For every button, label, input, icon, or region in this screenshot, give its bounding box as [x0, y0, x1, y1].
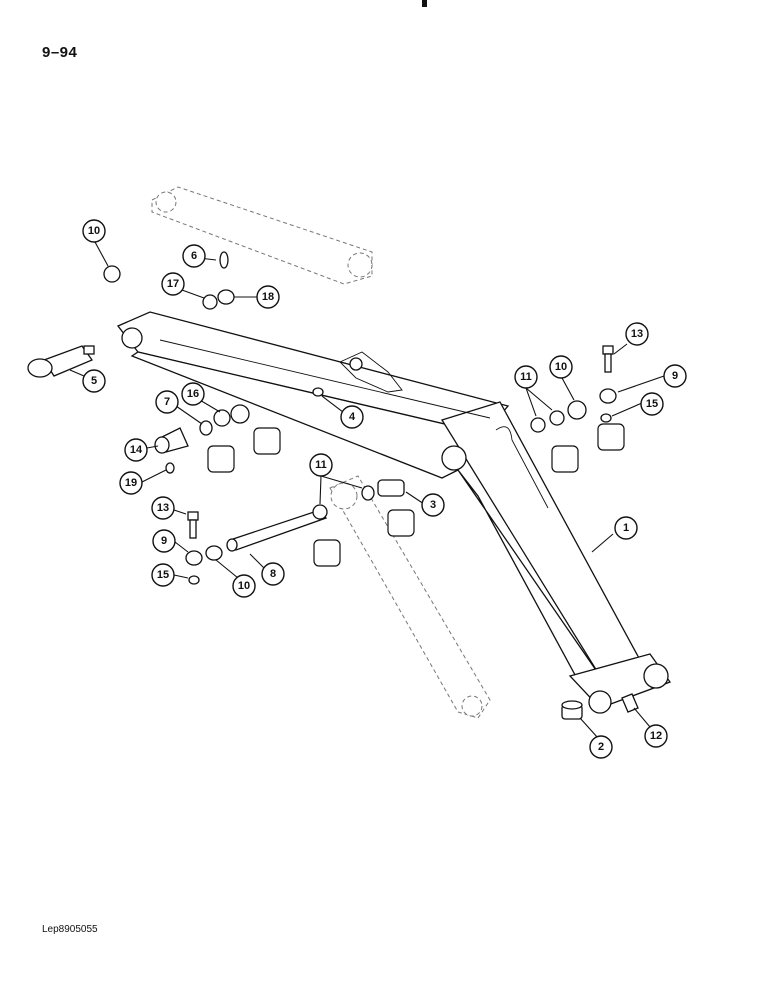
callout-15-left[interactable]: 15	[151, 563, 175, 587]
svg-text:6: 6	[191, 250, 197, 262]
callout-1[interactable]: 1	[614, 516, 638, 540]
callout-12[interactable]: 12	[644, 724, 668, 748]
callout-17[interactable]: 17	[161, 272, 185, 296]
pin-14	[154, 427, 189, 454]
svg-text:4: 4	[349, 411, 356, 423]
callout-3[interactable]: 3	[421, 493, 445, 517]
callout-7[interactable]: 7	[155, 390, 179, 414]
callout-14[interactable]: 14	[124, 438, 148, 462]
svg-text:3: 3	[430, 499, 436, 511]
svg-text:8: 8	[270, 568, 276, 580]
svg-text:7: 7	[164, 396, 170, 408]
pin-8	[226, 509, 328, 552]
callout-2[interactable]: 2	[589, 735, 613, 759]
callout-13-right[interactable]: 13	[625, 322, 649, 346]
svg-text:10: 10	[88, 225, 100, 237]
bushing-2	[561, 700, 583, 720]
page-number: 9–94	[42, 44, 78, 61]
callout-19[interactable]: 19	[119, 471, 143, 495]
callout-9-right[interactable]: 9	[663, 364, 687, 388]
callout-6[interactable]: 6	[182, 244, 206, 268]
svg-text:13: 13	[631, 328, 643, 340]
callout-9-left[interactable]: 9	[152, 529, 176, 553]
svg-text:15: 15	[646, 398, 658, 410]
callout-5[interactable]: 5	[82, 369, 106, 393]
svg-text:10: 10	[555, 361, 567, 373]
svg-text:11: 11	[315, 459, 327, 471]
callout-15-right[interactable]: 15	[640, 392, 664, 416]
svg-text:19: 19	[125, 477, 137, 489]
svg-text:10: 10	[238, 580, 250, 592]
svg-text:17: 17	[167, 278, 179, 290]
callout-10-lower[interactable]: 10	[232, 574, 256, 598]
svg-text:9: 9	[672, 370, 678, 382]
callout-11-right[interactable]: 11	[514, 365, 538, 389]
page-top-mark	[422, 0, 427, 7]
svg-text:15: 15	[157, 569, 169, 581]
grease-nipple-12	[621, 693, 639, 713]
svg-text:14: 14	[130, 444, 143, 456]
callout-10-top-left[interactable]: 10	[82, 219, 106, 243]
leader-lines	[69, 241, 665, 739]
svg-text:2: 2	[598, 741, 604, 753]
svg-text:12: 12	[650, 730, 662, 742]
svg-text:16: 16	[187, 388, 199, 400]
callout-4[interactable]: 4	[340, 405, 364, 429]
drawing-reference-code: Lep8905055	[42, 924, 98, 935]
svg-text:13: 13	[157, 502, 169, 514]
pin-5	[27, 345, 95, 378]
svg-text:1: 1	[623, 522, 629, 534]
bushing-3	[377, 479, 405, 497]
washers	[103, 251, 617, 585]
ghost-dipper-ram	[329, 475, 491, 719]
callout-8[interactable]: 8	[261, 562, 285, 586]
callout-18[interactable]: 18	[256, 285, 280, 309]
svg-text:11: 11	[520, 371, 532, 383]
callout-10-right[interactable]: 10	[549, 355, 573, 379]
callout-16[interactable]: 16	[181, 382, 205, 406]
boom-assembly	[116, 311, 672, 714]
seal-symbols	[207, 423, 625, 567]
svg-text:5: 5	[91, 375, 97, 387]
svg-text:18: 18	[262, 291, 274, 303]
svg-text:9: 9	[161, 535, 167, 547]
callout-11-center[interactable]: 11	[309, 453, 333, 477]
callout-13-left[interactable]: 13	[151, 496, 175, 520]
bolt-13-right	[602, 345, 614, 373]
ghost-boom-ram	[151, 186, 373, 285]
bolt-13-left	[187, 511, 199, 539]
